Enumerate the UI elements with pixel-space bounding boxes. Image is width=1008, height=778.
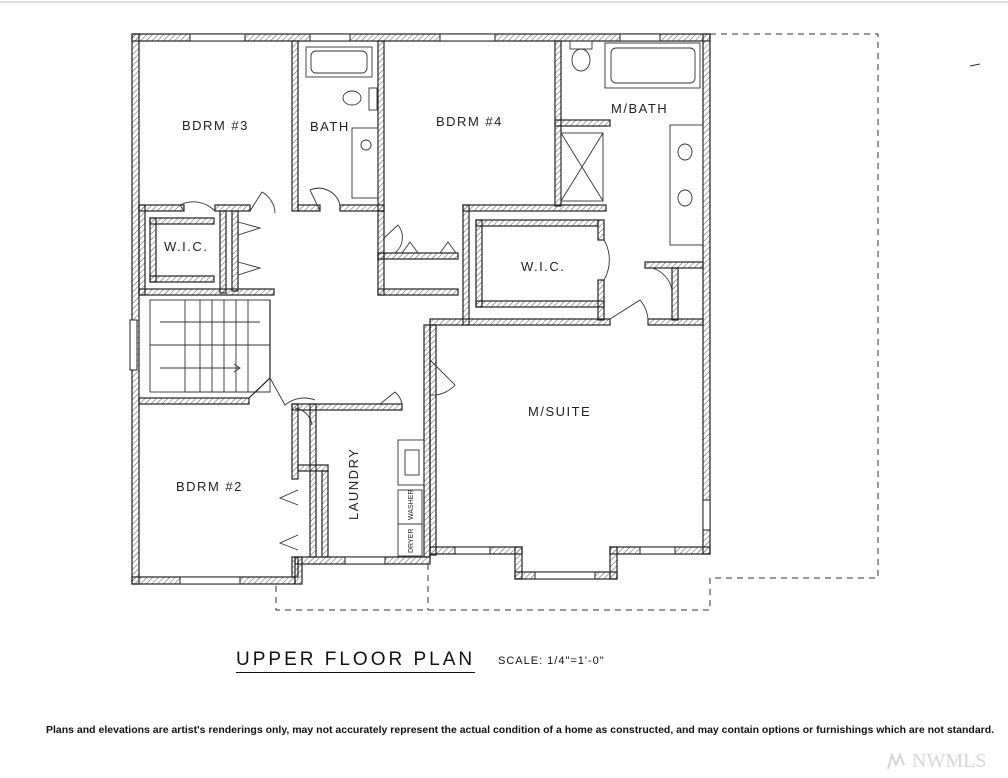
label-laundry: LAUNDRY (346, 448, 361, 520)
label-bath: BATH (310, 119, 350, 134)
lower-level-outline (275, 33, 879, 611)
plan-title: UPPER FLOOR PLAN (236, 649, 476, 673)
door-swings (179, 187, 673, 551)
label-washer: WASHER (408, 490, 415, 520)
label-wic-left: W.I.C. (164, 239, 208, 254)
plan-scale: SCALE: 1/4"=1'-0" (498, 655, 605, 667)
label-mbath: M/BATH (611, 101, 668, 116)
interior-walls (138, 40, 704, 578)
exterior-walls (129, 33, 711, 585)
label-wic-master: W.I.C. (521, 259, 565, 274)
watermark: NWMLS (912, 750, 987, 772)
staircase (149, 299, 271, 393)
label-dryer: DRYER (408, 529, 415, 553)
label-bdrm4: BDRM #4 (436, 114, 503, 129)
label-bdrm2: BDRM #2 (176, 479, 243, 494)
room-labels: BDRM #3 BATH BDRM #4 M/BATH W.I.C. W.I.C… (164, 101, 668, 553)
label-bdrm3: BDRM #3 (182, 118, 249, 133)
nwmls-logo-icon (887, 751, 905, 770)
disclaimer-text: Plans and elevations are artist's render… (46, 724, 995, 736)
label-msuite: M/SUITE (528, 404, 591, 419)
